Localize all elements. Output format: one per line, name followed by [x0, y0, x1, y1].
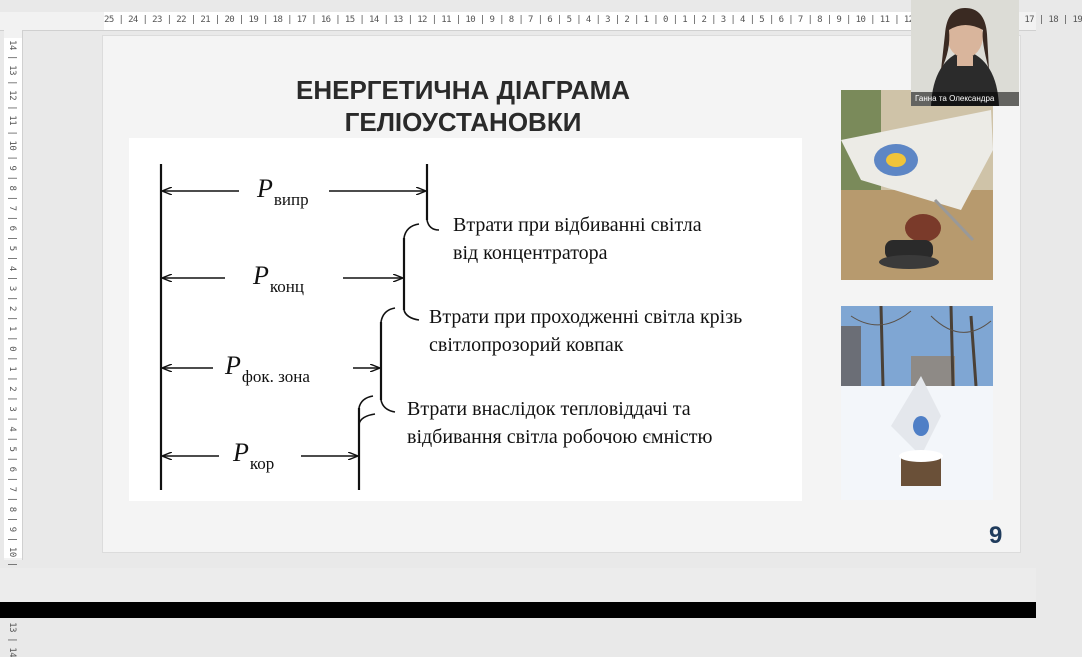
bottom-black-bar [0, 602, 1036, 618]
level2-curve [403, 309, 420, 321]
loss-concentrator: Втрати при відбиванні світла від концент… [453, 214, 702, 264]
horizontal-ruler-ticks: 25 | 24 | 23 | 22 | 21 | 20 | 19 | 18 | … [104, 15, 1082, 25]
level3-curve [380, 399, 396, 413]
vertical-ruler-ticks: 14 | 13 | 12 | 11 | 10 | 9 | 8 | 7 | 6 |… [7, 40, 17, 657]
vertical-ruler-track [4, 38, 22, 558]
label-p-fok-zona: Pфок. зона [225, 351, 310, 386]
level3-hook [380, 307, 396, 323]
presentation-below-canvas [0, 568, 1036, 602]
participant-name: Ганна та Олександра [911, 92, 1019, 106]
slide: ЕНЕРГЕТИЧНА ДІАГРАМА ГЕЛІОУСТАНОВКИ [103, 36, 1020, 552]
label-p-vypr: Pвипр [257, 174, 309, 209]
participant-video[interactable]: Ганна та Олександра [911, 0, 1019, 106]
solar-device-winter-photo [841, 305, 993, 500]
loss-heat: Втрати внаслідок тепловіддачі та відбива… [407, 398, 713, 448]
slide-title-line2: ГЕЛІОУСТАНОВКИ [344, 107, 582, 137]
energy-diagram-lines [159, 164, 440, 490]
loss-cover: Втрати при проходженні світла крізь світ… [429, 306, 743, 356]
solar-device-indoor-photo [841, 90, 993, 280]
level1-curve [426, 219, 440, 231]
slide-page-number: 9 [989, 522, 1003, 549]
level4-curve [358, 413, 376, 425]
label-p-kor: Pкор [233, 438, 275, 473]
participant-avatar [911, 0, 1019, 106]
slide-title: ЕНЕРГЕТИЧНА ДІАГРАМА ГЕЛІОУСТАНОВКИ [273, 74, 653, 138]
horizontal-ruler: 25 | 24 | 23 | 22 | 21 | 20 | 19 | 18 | … [0, 12, 1082, 31]
label-p-konts: Pконц [253, 261, 304, 296]
energy-diagram: Pвипр Pконц Pфок. зона Pкор Втрати при в… [129, 138, 802, 501]
slide-title-line1: ЕНЕРГЕТИЧНА ДІАГРАМА [295, 75, 631, 105]
level2-hook [403, 223, 420, 239]
horizontal-ruler-track [104, 12, 912, 30]
vertical-ruler: 14 | 13 | 12 | 11 | 10 | 9 | 8 | 7 | 6 |… [4, 30, 23, 657]
level4-hook [358, 395, 374, 409]
